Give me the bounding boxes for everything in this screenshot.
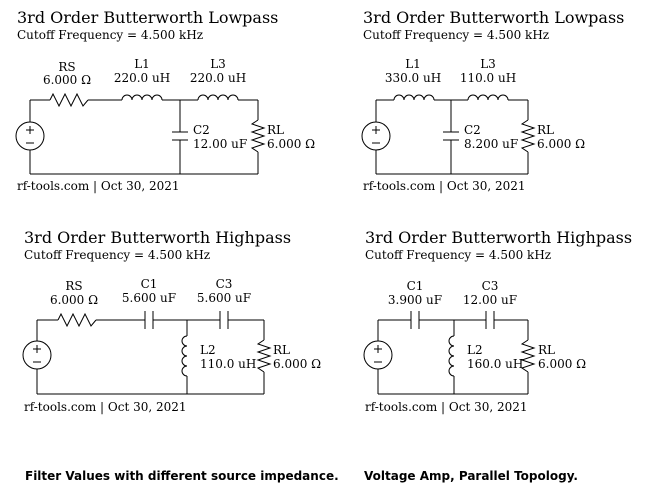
c1-name: C1 (141, 277, 158, 291)
l3-name: L3 (210, 57, 226, 71)
inductor-l3-icon (467, 94, 509, 101)
resistor-rs-icon (57, 312, 97, 328)
panel-footer: rf-tools.com | Oct 30, 2021 (24, 400, 187, 414)
l3-name: L3 (480, 57, 496, 71)
capacitor-c1-icon (144, 311, 154, 329)
c3-name: C3 (482, 279, 499, 293)
circuit-wiring (29, 99, 259, 175)
rl-name: RL (537, 123, 554, 137)
rl-value: 6.000 Ω (537, 137, 585, 151)
panel-subtitle: Cutoff Frequency = 4.500 kHz (24, 248, 210, 262)
l1-name: L1 (134, 57, 150, 71)
c1-value: 3.900 uF (388, 293, 442, 307)
circuit-wiring (375, 99, 529, 175)
l1-value: 220.0 uH (114, 71, 170, 85)
rs-name: RS (58, 60, 75, 74)
rl-value: 6.000 Ω (267, 137, 315, 151)
c2-value: 8.200 uF (464, 137, 518, 151)
caption-right: Voltage Amp, Parallel Topology. (364, 469, 578, 483)
panel-subtitle: Cutoff Frequency = 4.500 kHz (363, 28, 549, 42)
c1-value: 5.600 uF (122, 291, 176, 305)
capacitor-c2-icon (172, 131, 188, 141)
voltage-source-icon (22, 340, 52, 370)
voltage-source-icon (15, 121, 45, 151)
resistor-rs-icon (49, 92, 89, 108)
voltage-source-icon (361, 121, 391, 151)
panel-footer: rf-tools.com | Oct 30, 2021 (365, 400, 528, 414)
c3-value: 12.00 uF (463, 293, 517, 307)
inductor-l1-icon (393, 94, 435, 101)
panel-title: 3rd Order Butterworth Lowpass (17, 8, 278, 27)
rl-value: 6.000 Ω (273, 357, 321, 371)
resistor-rl-icon (520, 339, 536, 373)
c1-name: C1 (407, 279, 424, 293)
l2-name: L2 (467, 343, 483, 357)
panel-footer: rf-tools.com | Oct 30, 2021 (363, 179, 526, 193)
panel-subtitle: Cutoff Frequency = 4.500 kHz (17, 28, 203, 42)
rs-value: 6.000 Ω (43, 73, 91, 87)
resistor-rl-icon (520, 119, 536, 153)
c3-value: 5.600 uF (197, 291, 251, 305)
panel-highpass-rs: 3rd Order Butterworth Highpass Cutoff Fr… (22, 228, 321, 414)
l2-value: 160.0 uH (467, 357, 523, 371)
panel-title: 3rd Order Butterworth Highpass (365, 228, 632, 247)
circuit-wiring (36, 319, 265, 395)
l2-name: L2 (200, 343, 216, 357)
rs-name: RS (65, 279, 82, 293)
capacitor-c3-icon (485, 311, 495, 329)
inductor-l1-icon (121, 94, 163, 101)
panel-subtitle: Cutoff Frequency = 4.500 kHz (365, 248, 551, 262)
l1-name: L1 (405, 57, 421, 71)
panel-highpass-parallel: 3rd Order Butterworth Highpass Cutoff Fr… (363, 228, 632, 414)
c2-value: 12.00 uF (193, 137, 247, 151)
rs-value: 6.000 Ω (50, 293, 98, 307)
inductor-l2-icon (448, 335, 455, 377)
c3-name: C3 (216, 277, 233, 291)
panel-lowpass-parallel: 3rd Order Butterworth Lowpass Cutoff Fre… (361, 8, 624, 193)
panel-title: 3rd Order Butterworth Lowpass (363, 8, 624, 27)
l2-value: 110.0 uH (200, 357, 256, 371)
voltage-source-icon (363, 340, 393, 370)
c2-name: C2 (464, 123, 481, 137)
capacitor-c1-icon (410, 311, 420, 329)
circuit-wiring (377, 319, 529, 395)
panel-title: 3rd Order Butterworth Highpass (24, 228, 291, 247)
resistor-rl-icon (250, 119, 266, 153)
l3-value: 110.0 uH (460, 71, 516, 85)
l3-value: 220.0 uH (190, 71, 246, 85)
caption-left: Filter Values with different source impe… (25, 469, 339, 483)
resistor-rl-icon (256, 339, 272, 373)
rl-name: RL (538, 343, 555, 357)
panel-lowpass-rs: 3rd Order Butterworth Lowpass Cutoff Fre… (15, 8, 315, 193)
rl-name: RL (267, 123, 284, 137)
capacitor-c3-icon (219, 311, 229, 329)
inductor-l2-icon (181, 335, 188, 377)
c2-name: C2 (193, 123, 210, 137)
inductor-l3-icon (197, 94, 239, 101)
capacitor-c2-icon (443, 131, 459, 141)
rl-value: 6.000 Ω (538, 357, 586, 371)
l1-value: 330.0 uH (385, 71, 441, 85)
rl-name: RL (273, 343, 290, 357)
panel-footer: rf-tools.com | Oct 30, 2021 (17, 179, 180, 193)
